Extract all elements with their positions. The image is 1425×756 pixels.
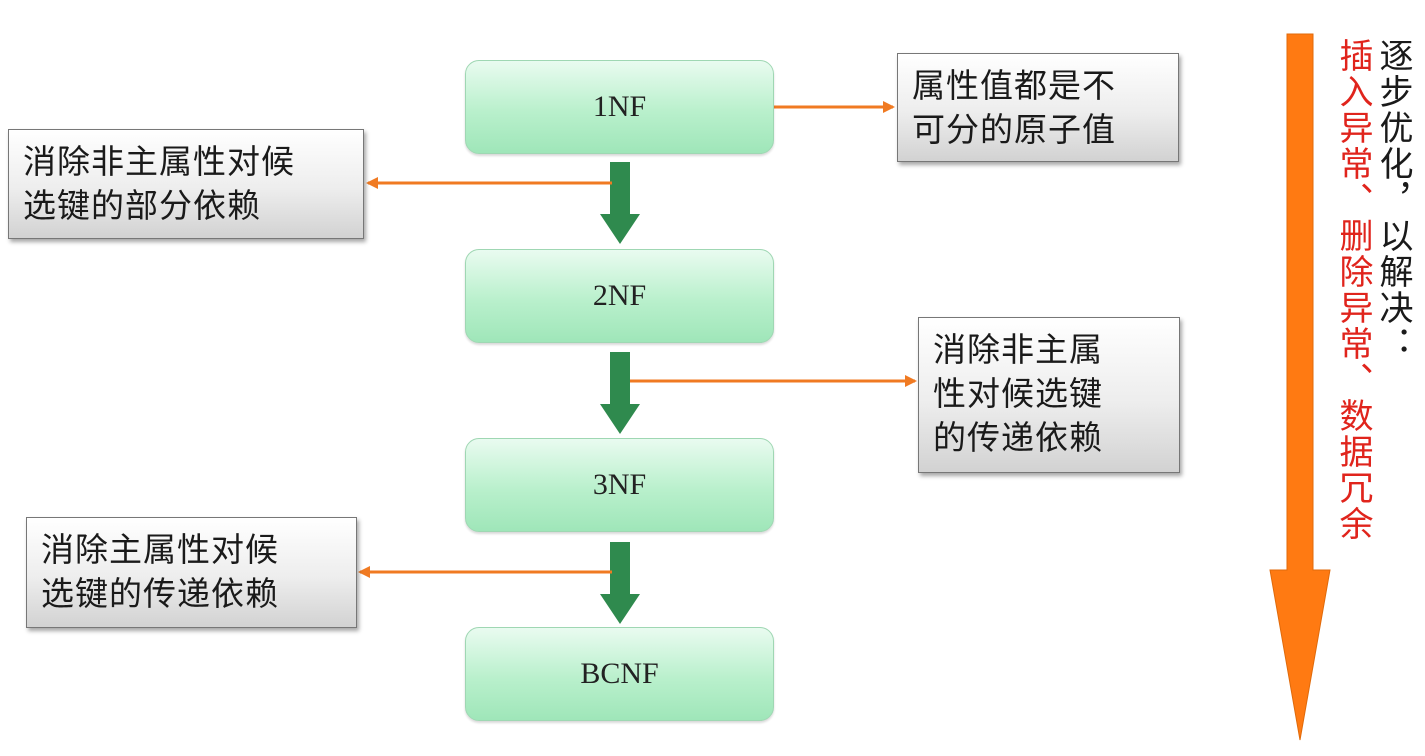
- side-text-optimize: 逐步优化，以解决：: [1373, 38, 1413, 362]
- stage-1nf: 1NF: [465, 60, 774, 154]
- note-3nf-line-3: 的传递依赖: [933, 418, 1103, 457]
- down-arrow-3: [600, 542, 640, 624]
- note-bcnf-line-2: 选键的传递依赖: [41, 574, 279, 613]
- progress-arrow: [1269, 33, 1331, 741]
- side-text-anomalies: 插入异常、删除异常、数据冗余: [1333, 38, 1373, 542]
- down-arrow-2: [600, 352, 640, 434]
- note-1nf: 属性值都是不 可分的原子值: [897, 53, 1179, 162]
- note-3nf-line-2: 性对候选键: [933, 374, 1103, 413]
- note-1nf-line-1: 属性值都是不: [912, 66, 1116, 105]
- note-2nf: 消除非主属性对候 选键的部分依赖: [8, 129, 364, 239]
- stage-3nf: 3NF: [465, 438, 774, 532]
- note-2nf-line-1: 消除非主属性对候: [23, 142, 295, 181]
- note-1nf-line-2: 可分的原子值: [912, 110, 1116, 149]
- stage-bcnf: BCNF: [465, 627, 774, 721]
- down-arrow-1: [600, 162, 640, 244]
- note-bcnf: 消除主属性对候 选键的传递依赖: [26, 517, 357, 628]
- note-3nf: 消除非主属 性对候选键 的传递依赖: [918, 317, 1180, 473]
- note-bcnf-line-1: 消除主属性对候: [41, 530, 279, 569]
- note-2nf-line-2: 选键的部分依赖: [23, 186, 261, 225]
- stage-2nf: 2NF: [465, 249, 774, 343]
- note-3nf-line-1: 消除非主属: [933, 330, 1103, 369]
